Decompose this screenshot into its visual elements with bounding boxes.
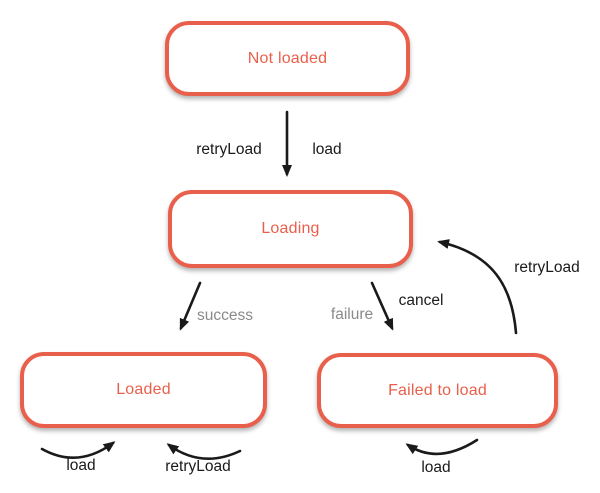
transition-label-success: success: [197, 307, 253, 324]
arrow-retryload-into-loaded: [166, 443, 242, 461]
state-loading: Loading: [168, 190, 413, 268]
transition-label-cancel: cancel: [398, 292, 444, 309]
state-loading-label: Loading: [261, 220, 320, 237]
arrow-load-into-failed: [405, 438, 479, 456]
state-not-loaded: Not loaded: [165, 21, 410, 96]
transition-label-retryload-top: retryLoad: [196, 141, 262, 158]
state-failed-to-load: Failed to load: [317, 353, 558, 428]
transition-label-failure: failure: [330, 306, 374, 323]
arrow-load-into-loaded: [40, 441, 116, 459]
state-failed-to-load-label: Failed to load: [388, 381, 487, 399]
arrow-failure-cancel-loading-to-failed: [370, 281, 394, 331]
state-loaded-label: Loaded: [116, 381, 171, 398]
arrow-retryload-failed-to-loading: [437, 239, 518, 335]
transition-label-retryload-bottom-left: retryLoad: [165, 458, 231, 475]
state-loaded: Loaded: [20, 352, 267, 428]
transition-label-load-top: load: [312, 141, 342, 158]
arrow-success-loading-to-loaded: [179, 281, 202, 331]
transition-label-load-bottom-right: load: [421, 459, 451, 476]
transition-label-load-bottom-left: load: [66, 457, 96, 474]
state-not-loaded-label: Not loaded: [247, 49, 328, 67]
transition-label-retryload-right: retryLoad: [514, 259, 580, 276]
